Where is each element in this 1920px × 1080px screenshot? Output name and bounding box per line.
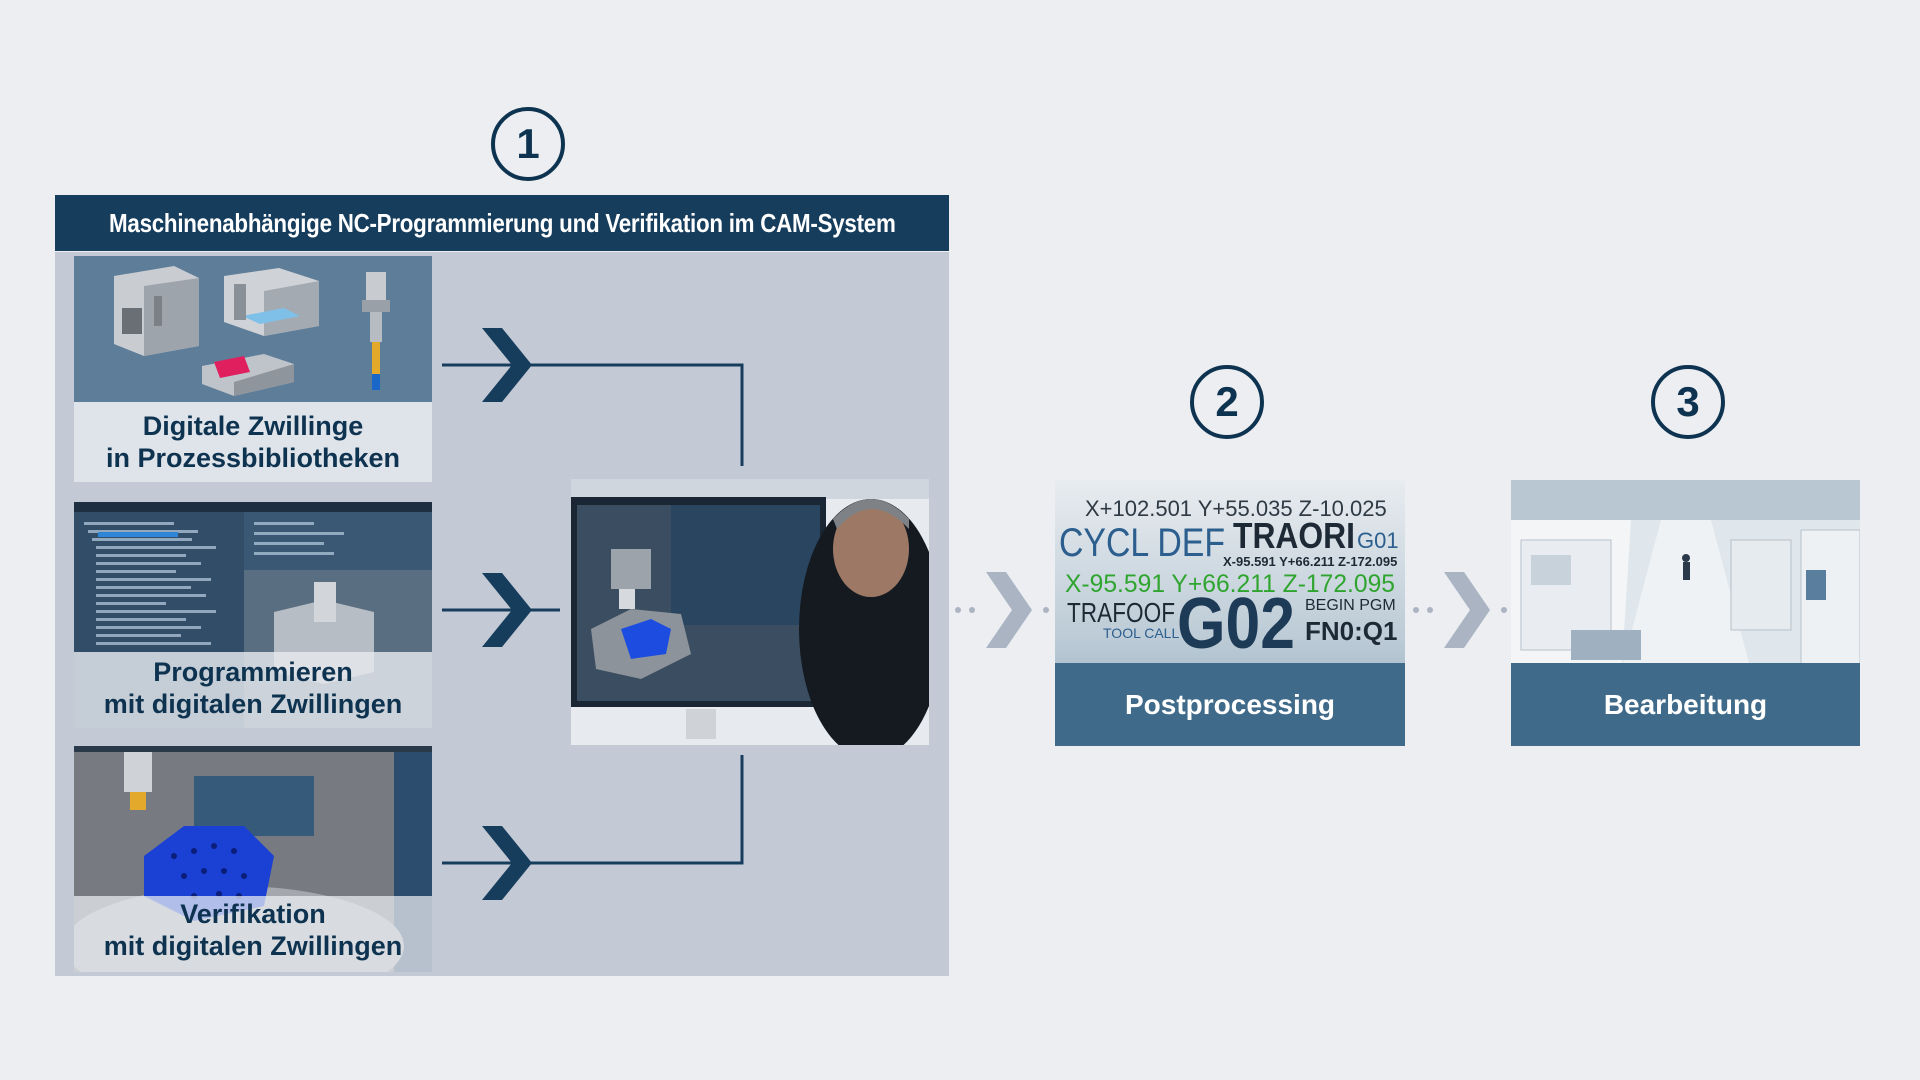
code-small-coords: X-95.591 Y+66.211 Z-172.095	[1223, 554, 1397, 569]
verification-caption-line2: mit digitalen Zwillingen	[103, 931, 403, 961]
verification-caption-line1: Verifikation	[180, 899, 326, 929]
step-1-badge: 1	[491, 107, 565, 181]
tile-programming: Programmieren mit digitalen Zwillingen	[74, 502, 432, 728]
nc-code-image: X+102.501 Y+55.035 Z-10.025 CYCL DEF TRA…	[1059, 496, 1399, 663]
step-2-badge: 2	[1190, 365, 1264, 439]
code-trafoof: TRAFOOF	[1067, 597, 1175, 628]
machine-models-image	[74, 256, 432, 402]
flow-arrow-1	[955, 572, 1049, 648]
postprocessing-label: Postprocessing	[1055, 663, 1405, 746]
digital-twins-caption-line2: in Prozessbibliotheken	[105, 443, 401, 473]
machining-card: Bearbeitung	[1511, 480, 1860, 746]
code-traori: TRAORI	[1233, 515, 1355, 556]
code-g01: G01	[1357, 528, 1399, 553]
code-g02: G02	[1177, 584, 1295, 663]
flow-arrow-2	[1413, 572, 1507, 648]
flow-chevron-2-icon	[1444, 572, 1490, 648]
arrow-chevron-bottom-icon	[482, 826, 532, 900]
code-cycl-def: CYCL DEF	[1059, 521, 1225, 565]
code-begin-pgm: BEGIN PGM	[1305, 597, 1396, 614]
cam-system-header: Maschinenabhängige NC-Programmierung und…	[55, 195, 949, 251]
arrow-chevron-top-icon	[482, 328, 532, 402]
code-tool-call: TOOL CALL	[1103, 625, 1179, 641]
verification-screenshot-image	[74, 746, 432, 972]
code-line-coords: X+102.501 Y+55.035 Z-10.025	[1085, 496, 1387, 521]
arrow-chevron-middle-icon	[482, 573, 532, 647]
programming-screenshot-image	[74, 502, 432, 728]
step-3-badge: 3	[1651, 365, 1725, 439]
step-1-number: 1	[516, 120, 540, 167]
programming-caption-line1: Programmieren	[153, 657, 353, 687]
machining-label: Bearbeitung	[1511, 663, 1860, 746]
postprocessing-card: X+102.501 Y+55.035 Z-10.025 CYCL DEF TRA…	[1055, 480, 1405, 746]
tile-digital-twins: Digitale Zwillinge in Prozessbibliotheke…	[74, 256, 432, 482]
connector-arrows	[442, 328, 744, 900]
code-fn0: FN0:Q1	[1305, 616, 1397, 646]
tile-verification: Verifikation mit digitalen Zwillingen	[74, 746, 432, 972]
flow-chevron-1-icon	[986, 572, 1032, 648]
code-green-coords: X-95.591 Y+66.211 Z-172.095	[1065, 570, 1395, 598]
cam-workstation-photo	[571, 479, 929, 745]
programming-caption-line2: mit digitalen Zwillingen	[103, 689, 403, 719]
step-3-number: 3	[1676, 378, 1700, 425]
digital-twins-caption-line1: Digitale Zwillinge	[142, 411, 364, 441]
step-2-number: 2	[1215, 378, 1239, 425]
cam-system-title: Maschinenabhängige NC-Programmierung und…	[108, 207, 896, 238]
